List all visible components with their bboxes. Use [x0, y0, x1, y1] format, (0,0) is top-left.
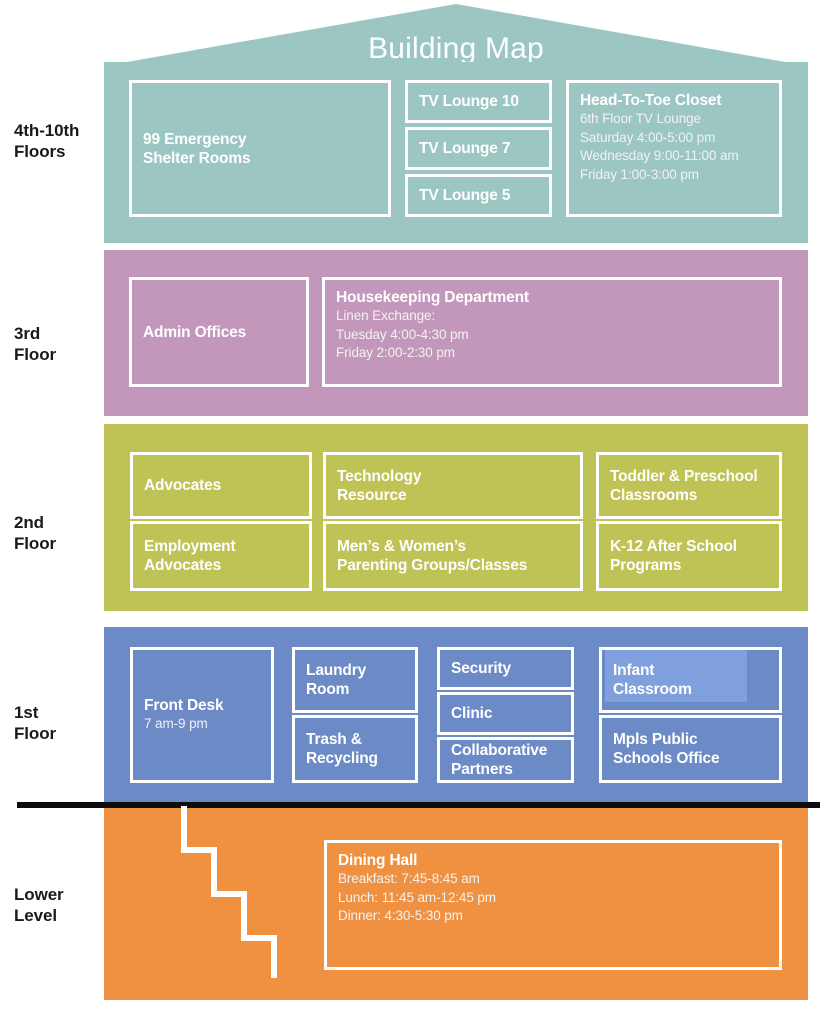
floor-label-4th-10th: 4th-10th Floors [14, 120, 102, 162]
room-security[interactable]: Security [437, 647, 574, 690]
floor-band-lower-level: Dining Hall Breakfast: 7:45-8:45 am Lunc… [104, 808, 808, 1000]
room-name: Advocates [144, 477, 222, 494]
room-name-line1: Mpls Public [613, 731, 698, 748]
room-name-line2: Programs [610, 557, 682, 574]
room-emergency-shelter-rooms[interactable]: 99 Emergency Shelter Rooms [129, 80, 391, 217]
room-name: TV Lounge 7 [419, 140, 511, 157]
room-housekeeping-department[interactable]: Housekeeping Department Linen Exchange: … [322, 277, 782, 387]
room-name-line1: Collaborative [451, 742, 548, 759]
room-admin-offices[interactable]: Admin Offices [129, 277, 309, 387]
room-detail-3: Dinner: 4:30-5:30 pm [338, 908, 463, 923]
room-toddler-preschool-classrooms[interactable]: Toddler & Preschool Classrooms [596, 452, 782, 519]
room-name: Clinic [451, 705, 493, 722]
infant-classroom-selection-highlight [605, 650, 747, 702]
floor-label-line2: Floor [14, 345, 56, 364]
room-front-desk[interactable]: Front Desk 7 am-9 pm [130, 647, 274, 783]
room-detail-2: Tuesday 4:00-4:30 pm [336, 326, 469, 342]
room-tv-lounge-10[interactable]: TV Lounge 10 [405, 80, 552, 123]
room-tv-lounge-7[interactable]: TV Lounge 7 [405, 127, 552, 170]
room-detail-2: Lunch: 11:45 am-12:45 pm [338, 889, 496, 905]
room-name-line2: Parenting Groups/Classes [337, 557, 528, 574]
floor-band-4th-10th: 99 Emergency Shelter Rooms TV Lounge 10 … [104, 62, 808, 243]
floor-label-line2: Floor [14, 534, 56, 553]
room-name: TV Lounge 10 [419, 93, 519, 110]
room-name: Security [451, 660, 511, 677]
room-mpls-public-schools-office[interactable]: Mpls Public Schools Office [599, 715, 782, 783]
room-trash-recycling[interactable]: Trash & Recycling [292, 715, 418, 783]
room-name-line1: Employment [144, 538, 236, 555]
room-laundry-room[interactable]: Laundry Room [292, 647, 418, 713]
room-detail-2: Saturday 4:00-5:00 pm [580, 129, 716, 145]
floor-label-line2: Level [14, 906, 57, 925]
room-name-line2: Classrooms [610, 486, 698, 504]
room-employment-advocates[interactable]: Employment Advocates [130, 521, 312, 591]
room-detail-4: Friday 1:00-3:00 pm [580, 166, 699, 182]
room-name-line2: Recycling [306, 750, 378, 767]
floor-label-line2: Floors [14, 142, 66, 161]
page-title: Building Map [368, 32, 544, 65]
room-detail-3: Friday 2:00-2:30 pm [336, 345, 455, 360]
floor-label-2nd: 2nd Floor [14, 512, 102, 554]
room-collaborative-partners[interactable]: Collaborative Partners [437, 737, 574, 783]
room-name-line2: Shelter Rooms [143, 149, 251, 167]
floor-label-line2: Floor [14, 724, 56, 743]
room-clinic[interactable]: Clinic [437, 692, 574, 735]
room-advocates[interactable]: Advocates [130, 452, 312, 519]
room-k12-after-school[interactable]: K-12 After School Programs [596, 521, 782, 591]
floor-label-line1: 1st [14, 703, 39, 722]
ground-separator-line [17, 802, 820, 808]
room-detail-1: 6th Floor TV Lounge [580, 111, 701, 126]
room-detail-1: 7 am-9 pm [144, 716, 208, 732]
room-tv-lounge-5[interactable]: TV Lounge 5 [405, 174, 552, 217]
room-head-to-toe-closet[interactable]: Head-To-Toe Closet 6th Floor TV Lounge S… [566, 80, 782, 217]
room-name-line1: Men’s & Women’s [337, 538, 466, 555]
room-parenting-groups[interactable]: Men’s & Women’s Parenting Groups/Classes [323, 521, 583, 591]
floor-label-line1: 4th-10th [14, 121, 80, 140]
floor-label-lower-level: Lower Level [14, 884, 102, 926]
room-name-line1: Toddler & Preschool [610, 467, 758, 485]
room-name-line1: Infant [613, 662, 655, 679]
floor-band-3rd: Admin Offices Housekeeping Department Li… [104, 250, 808, 416]
floor-label-line1: Lower [14, 885, 64, 904]
floor-band-2nd: Advocates Employment Advocates Technolog… [104, 424, 808, 611]
room-detail-1: Linen Exchange: [336, 308, 436, 323]
room-name-line1: Trash & [306, 731, 362, 748]
room-name-line1: Laundry [306, 662, 367, 679]
floor-label-1st: 1st Floor [14, 702, 102, 744]
room-name-line2: Resource [337, 486, 407, 504]
room-name-line2: Advocates [144, 557, 222, 574]
room-name-line2: Classroom [613, 681, 692, 698]
room-name-line1: 99 Emergency [143, 130, 247, 148]
room-name-line1: K-12 After School [610, 538, 737, 555]
room-name-line2: Room [306, 681, 350, 698]
staircase-icon [181, 806, 277, 978]
room-name-line1: Technology [337, 467, 422, 485]
floor-label-line1: 2nd [14, 513, 44, 532]
room-name: Front Desk [144, 697, 224, 715]
room-detail-3: Wednesday 9:00-11:00 am [580, 148, 739, 163]
floor-label-3rd: 3rd Floor [14, 323, 102, 365]
room-name: Housekeeping Department [336, 289, 529, 306]
room-dining-hall[interactable]: Dining Hall Breakfast: 7:45-8:45 am Lunc… [324, 840, 782, 970]
floor-label-line1: 3rd [14, 324, 41, 343]
room-name: Dining Hall [338, 852, 418, 869]
room-name: TV Lounge 5 [419, 187, 511, 204]
room-infant-classroom-label-overlay[interactable]: Infant Classroom [599, 647, 782, 713]
room-name-line2: Partners [451, 761, 513, 778]
room-name: Admin Offices [143, 323, 247, 341]
room-name-line2: Schools Office [613, 750, 720, 767]
room-detail-1: Breakfast: 7:45-8:45 am [338, 871, 480, 886]
room-technology-resource[interactable]: Technology Resource [323, 452, 583, 519]
room-name: Head-To-Toe Closet [580, 92, 722, 109]
